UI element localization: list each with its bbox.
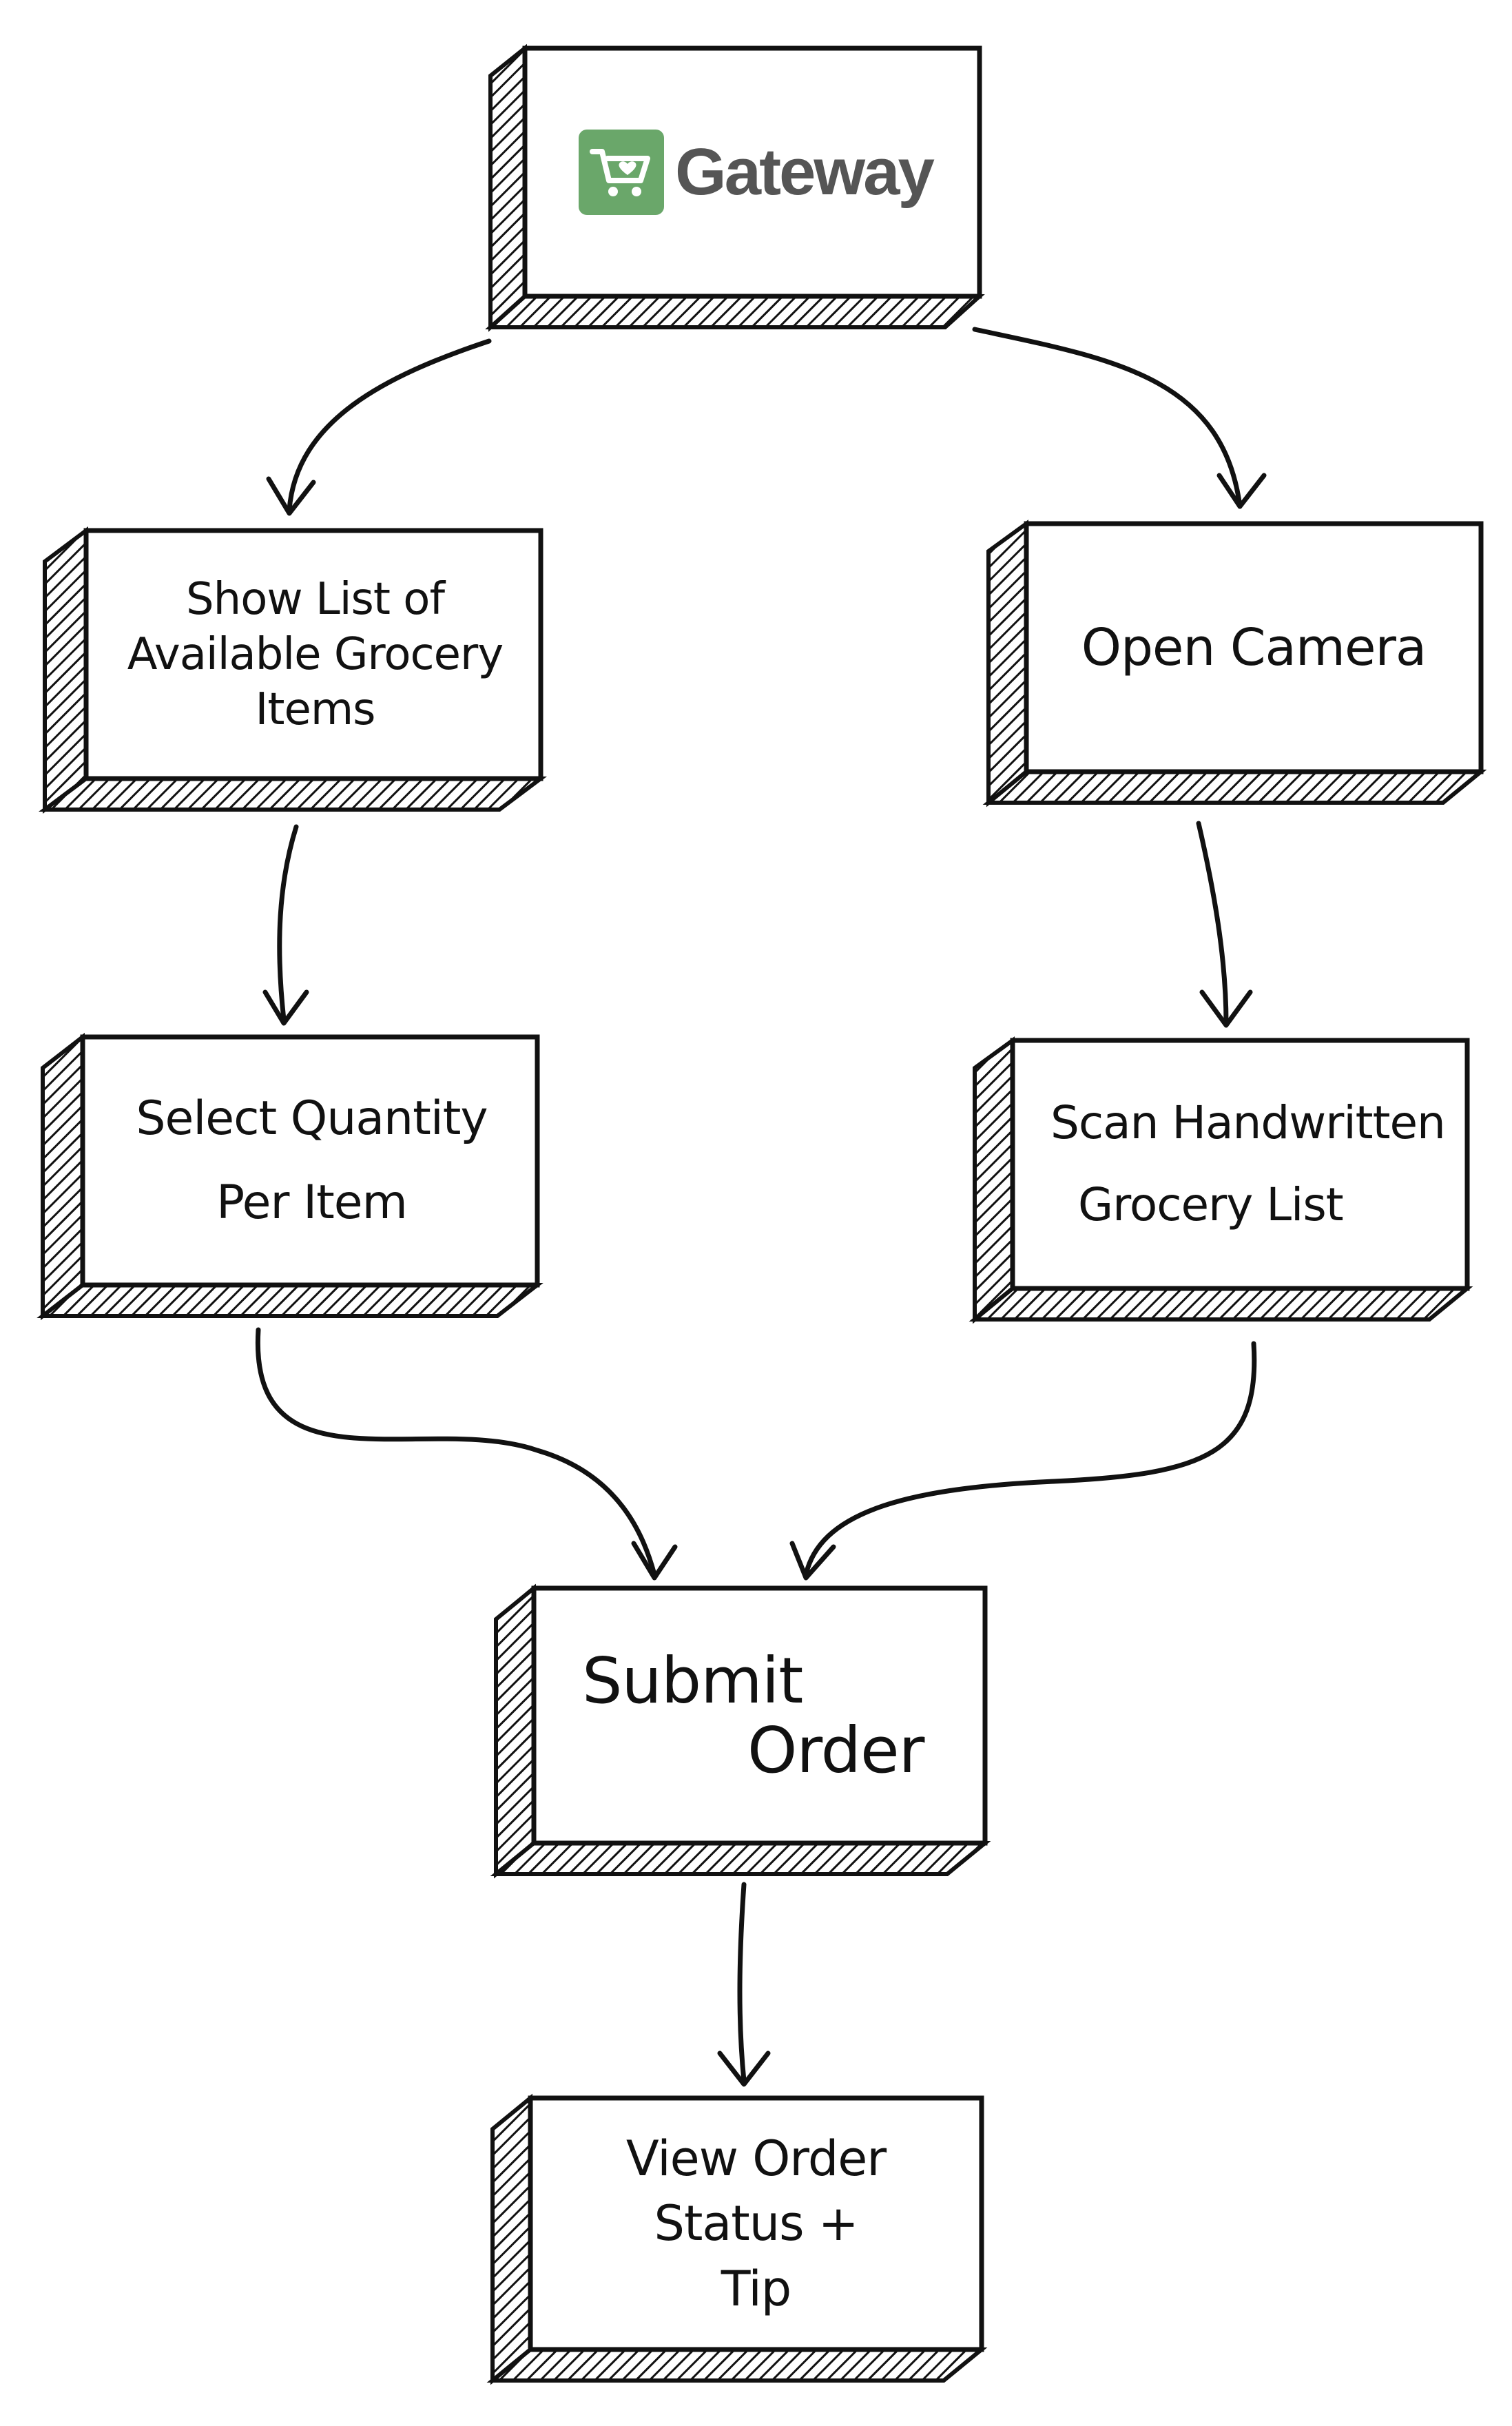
- submit-order-box: [490, 1583, 991, 1879]
- scan-list-label: Scan Handwritten Grocery List: [1023, 1051, 1457, 1278]
- submit-line: Submit: [582, 1643, 803, 1718]
- gateway-logo: Gateway: [579, 127, 937, 217]
- select-quantity-line-1: Select Quantity: [136, 1091, 488, 1146]
- shopping-cart-heart-icon: [579, 130, 664, 215]
- view-status-label: View Order Status + Tip: [544, 2108, 968, 2339]
- arrow-open-camera-to-scan-list: [1196, 821, 1253, 1028]
- open-camera-label: Open Camera: [1037, 534, 1471, 761]
- arrow-select-quantity-to-submit: [255, 1327, 678, 1581]
- cart-glyph: [590, 149, 650, 196]
- submit-order-label: Submit Order: [551, 1605, 971, 1826]
- select-quantity-box: [37, 1032, 543, 1321]
- show-list-line-1: Show List of: [186, 574, 445, 625]
- open-camera-line-1: Open Camera: [1081, 617, 1427, 677]
- scan-list-box: [969, 1036, 1473, 1324]
- show-list-line-2: Available Grocery: [127, 629, 504, 680]
- show-list-line-3: Items: [255, 684, 375, 735]
- show-list-label: Show List of Available Grocery Items: [103, 544, 527, 765]
- arrow-submit-to-view-status: [717, 1882, 771, 2087]
- scan-list-line-2: Grocery List: [1078, 1178, 1344, 1231]
- order-line: Order: [747, 1714, 924, 1787]
- arrow-scan-list-to-submit: [789, 1341, 1257, 1581]
- view-status-line-2: Status +: [654, 2195, 859, 2252]
- arrow-gateway-to-show-list: [266, 338, 492, 516]
- scan-list-line-1: Scan Handwritten: [1050, 1096, 1446, 1150]
- gateway-wordmark: Gateway: [675, 135, 935, 209]
- arrow-show-list-to-select-quantity: [262, 824, 309, 1026]
- arrow-gateway-to-open-camera: [972, 327, 1267, 509]
- view-status-line-3: Tip: [721, 2260, 791, 2317]
- select-quantity-line-2: Per Item: [216, 1175, 408, 1230]
- select-quantity-label: Select Quantity Per Item: [96, 1047, 527, 1275]
- open-camera-box: [982, 520, 1487, 808]
- view-status-box: [486, 2093, 988, 2385]
- view-status-line-1: View Order: [625, 2130, 887, 2187]
- show-list-box: [39, 526, 547, 814]
